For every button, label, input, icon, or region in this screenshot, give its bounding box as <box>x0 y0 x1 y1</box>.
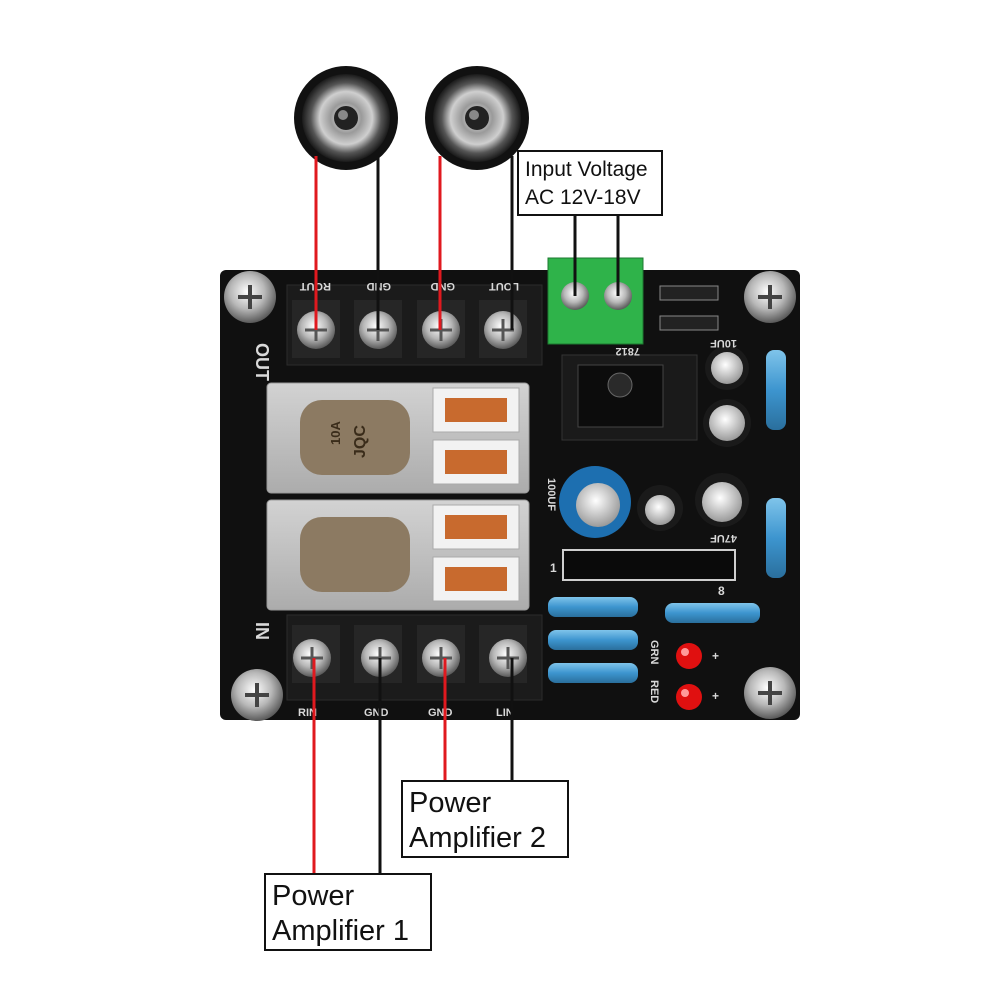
resistor <box>766 498 786 578</box>
pa1-line1: Power <box>272 880 355 912</box>
silk-gnd-out-2: GND <box>431 280 456 292</box>
silk-rin: RIN <box>298 707 317 719</box>
mounting-screw-icon <box>744 667 796 719</box>
regulator-heatsink <box>561 354 698 441</box>
silk-regulator: 7812 <box>616 345 640 357</box>
silk-lin: LIN <box>496 707 514 719</box>
silk-plus-2: + <box>712 689 719 703</box>
power-terminal-block <box>547 257 644 345</box>
resistor <box>665 603 760 623</box>
resistor <box>548 597 638 617</box>
input-terminal-block <box>286 614 543 701</box>
led-green-icon <box>676 643 702 669</box>
pa2-line1: Power <box>409 787 492 819</box>
speaker-right-icon <box>294 66 398 170</box>
silk-47uf: 47UF <box>710 532 737 544</box>
silk-red: RED <box>648 680 660 703</box>
silk-out: OUT <box>252 343 272 381</box>
power-amplifier-1-label: Power Amplifier 1 <box>264 873 432 951</box>
input-voltage-range: AC 12V-18V <box>525 186 641 209</box>
silk-gnd-in-2: GND <box>428 707 453 719</box>
pa1-line2: Amplifier 1 <box>272 915 409 947</box>
power-amplifier-2-label: Power Amplifier 2 <box>401 780 569 858</box>
capacitor-47uf <box>695 473 749 527</box>
diode <box>659 285 719 301</box>
resistor <box>548 630 638 650</box>
capacitor-100uf <box>559 466 631 538</box>
capacitor <box>703 399 751 447</box>
pa2-line2: Amplifier 2 <box>409 822 546 854</box>
input-voltage-label: Input Voltage AC 12V-18V <box>517 150 663 216</box>
silk-grn: GRN <box>648 640 660 665</box>
silk-ic-pin-1: 1 <box>550 561 557 575</box>
capacitor <box>705 346 749 390</box>
ic-socket <box>562 549 736 581</box>
silk-10uf: 10UF <box>710 337 737 349</box>
mounting-screw-icon <box>231 669 283 721</box>
speaker-left-icon <box>425 66 529 170</box>
silk-lout: LOUT <box>489 280 519 292</box>
relay-top <box>266 382 530 494</box>
mounting-screw-icon <box>744 271 796 323</box>
mounting-screw-icon <box>224 271 276 323</box>
silk-ic-pin-8: 8 <box>718 584 725 598</box>
input-voltage-title: Input Voltage <box>525 158 648 181</box>
silk-relay-rating: 10A <box>328 421 343 445</box>
silk-plus-1: + <box>712 649 719 663</box>
silk-in: IN <box>252 622 272 640</box>
output-terminal-block <box>286 284 543 366</box>
diode <box>659 315 719 331</box>
relay-bottom <box>266 499 530 611</box>
capacitor <box>637 485 683 531</box>
silk-100uf: 100UF <box>545 478 557 511</box>
resistor <box>548 663 638 683</box>
silk-gnd-in-1: GND <box>364 707 389 719</box>
resistor <box>766 350 786 430</box>
led-red-icon <box>676 684 702 710</box>
silk-relay-brand: JQC <box>352 425 369 458</box>
silkscreen: OUT IN ROUT GND GND LOUT RIN GND GND LIN… <box>252 280 737 719</box>
